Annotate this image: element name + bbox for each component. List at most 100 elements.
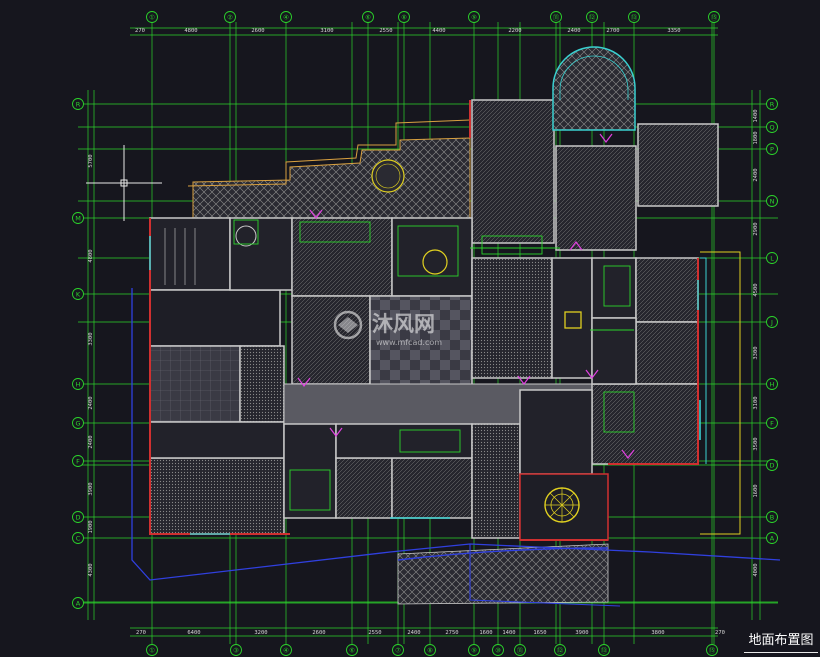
axis-label: D — [769, 462, 774, 470]
dimension-top: 2600 — [251, 28, 264, 34]
dimension-bottom: 3800 — [651, 630, 664, 636]
dimension-lines — [87, 27, 761, 637]
axis-label: ⑨ — [471, 647, 477, 655]
axis-label: ⑪ — [517, 647, 524, 655]
room-e-2 — [635, 257, 699, 323]
axis-bubble-top: ⑧ — [398, 11, 410, 23]
building-plan — [131, 46, 781, 607]
axis-label: ⑨ — [471, 14, 477, 22]
dimension-bottom: 2600 — [312, 630, 325, 636]
axis-bubble-right: B — [766, 511, 778, 523]
dimension-right: 1600 — [753, 484, 759, 497]
axis-bubble-right: P — [766, 143, 778, 155]
axis-label: ⑥ — [365, 14, 371, 22]
restroom-area — [149, 289, 281, 347]
axis-bubble-top: ② — [224, 11, 236, 23]
center-table — [564, 311, 582, 329]
axis-bubble-bottom: ⑫ — [554, 644, 566, 656]
axis-label: ⑧ — [427, 647, 433, 655]
dimension-top: 3350 — [667, 28, 680, 34]
axis-label: R — [770, 101, 775, 109]
axis-bubble-left: F — [72, 455, 84, 467]
axis-bubble-bottom: ⑪ — [514, 644, 526, 656]
watermark-logo — [333, 310, 363, 340]
dimension-bottom: 2550 — [368, 630, 381, 636]
axis-label: A — [770, 535, 775, 543]
room-s-1 — [283, 423, 337, 519]
dimension-right: 3300 — [753, 346, 759, 359]
axis-bubble-bottom: ⑦ — [392, 644, 404, 656]
watermark: 沐风网 www.mfcad.com — [333, 310, 442, 347]
axis-label: F — [76, 458, 80, 466]
dimension-top: 2400 — [567, 28, 580, 34]
dimension-bottom: 1600 — [479, 630, 492, 636]
axis-bubble-left: R — [72, 98, 84, 110]
room-e-3 — [635, 321, 699, 385]
dimension-right: 4000 — [753, 563, 759, 576]
axis-label: D — [75, 514, 80, 522]
axis-bubble-left: H — [72, 378, 84, 390]
axis-label: J — [770, 319, 773, 327]
dimension-left: 3300 — [88, 332, 94, 345]
axis-label: N — [770, 198, 775, 206]
room-c-4 — [291, 295, 371, 385]
axis-label: ④ — [283, 14, 289, 22]
axis-label: ⑫ — [589, 14, 596, 22]
axis-label: P — [770, 146, 774, 154]
axis-bubble-right: N — [766, 195, 778, 207]
axis-label: R — [76, 101, 81, 109]
axis-bubble-bottom: ⑬ — [598, 644, 610, 656]
axis-label: ① — [149, 647, 155, 655]
room-s-5 — [519, 389, 593, 475]
axis-bubble-top: ⑪ — [550, 11, 562, 23]
room-c-1 — [229, 217, 293, 291]
axis-bubble-left: C — [72, 532, 84, 544]
axis-label: Q — [769, 124, 774, 132]
axis-label: ⑧ — [401, 14, 407, 22]
axis-bubble-top: ⑥ — [362, 11, 374, 23]
dimension-top: 270 — [135, 28, 145, 34]
crosshair-icon — [86, 145, 162, 221]
terrace-north — [192, 137, 471, 219]
axis-bubble-bottom: ⑮ — [706, 644, 718, 656]
dimension-right: 1400 — [753, 109, 759, 122]
dimension-left: 2400 — [88, 435, 94, 448]
axis-label: ① — [149, 14, 155, 22]
axis-label: M — [75, 215, 81, 223]
axis-bubble-bottom: ③ — [230, 644, 242, 656]
axis-label: ③ — [233, 647, 239, 655]
room-c-2 — [291, 217, 393, 297]
axis-bubble-bottom: ⑩ — [492, 644, 504, 656]
room-c-3 — [391, 217, 473, 297]
axis-bubble-left: A — [72, 597, 84, 609]
axis-bubble-right: F — [766, 417, 778, 429]
dimension-bottom: 2750 — [445, 630, 458, 636]
axis-bubble-top: ⑫ — [586, 11, 598, 23]
dimension-top: 3100 — [320, 28, 333, 34]
room-ne-2 — [555, 145, 637, 251]
room-s-4 — [471, 423, 521, 539]
dimension-bottom: 3200 — [254, 630, 267, 636]
axis-label: ⑥ — [349, 647, 355, 655]
lobby-checker — [369, 295, 473, 393]
axis-label: ⑦ — [395, 647, 401, 655]
dimension-top: 4400 — [432, 28, 445, 34]
dimension-left: 4300 — [88, 563, 94, 576]
axis-label: L — [770, 255, 774, 263]
dimension-right: 3500 — [753, 437, 759, 450]
dimension-left: 3900 — [88, 482, 94, 495]
axis-bubble-right: A — [766, 532, 778, 544]
axis-label: ⑪ — [553, 14, 560, 22]
axis-bubble-left: G — [72, 417, 84, 429]
drawing-title: 地面布置图 — [744, 630, 818, 653]
dimension-top: 2700 — [606, 28, 619, 34]
axis-label: ⑬ — [601, 647, 608, 655]
compass-rose-icon — [544, 487, 580, 523]
dimension-bottom: 3900 — [575, 630, 588, 636]
stair-area — [149, 217, 231, 291]
dimension-left: 1900 — [88, 520, 94, 533]
dimension-left: 4800 — [88, 249, 94, 262]
axis-bubble-right: J — [766, 316, 778, 328]
utility-room — [149, 345, 241, 423]
